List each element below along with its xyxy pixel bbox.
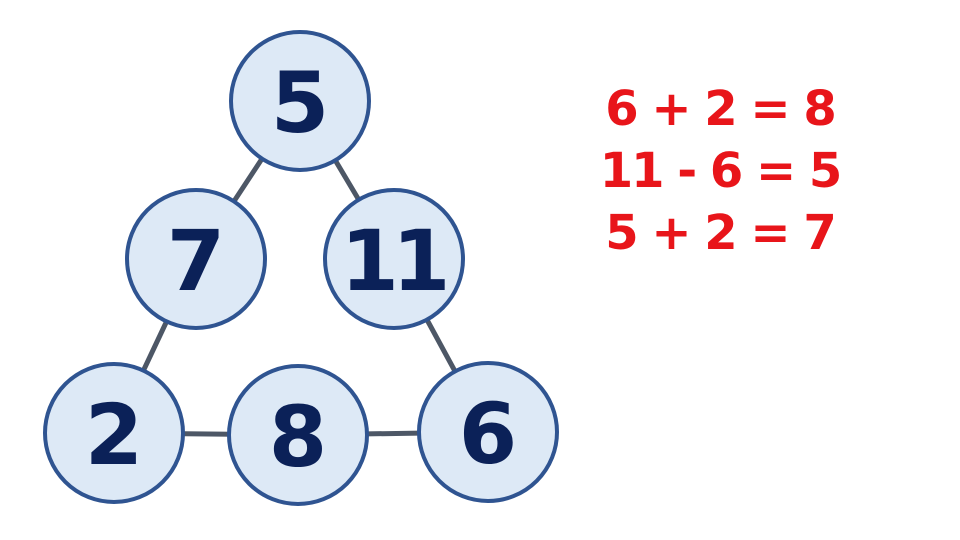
- circle-node-bottom-right: 6: [417, 361, 559, 503]
- equations-panel: 6 + 2 = 8 11 - 6 = 5 5 + 2 = 7: [560, 78, 880, 264]
- node-value: 5: [270, 54, 330, 152]
- equation-line-2: 11 - 6 = 5: [599, 143, 843, 199]
- circle-node-top: 5: [229, 30, 371, 172]
- circle-node-bottom-left: 2: [43, 362, 185, 504]
- circle-node-middle-left: 7: [125, 188, 267, 330]
- node-value: 11: [340, 212, 451, 310]
- equation-line-3: 5 + 2 = 7: [605, 205, 836, 261]
- node-value: 2: [84, 386, 144, 484]
- node-value: 7: [166, 212, 226, 310]
- node-value: 6: [458, 385, 518, 483]
- circle-node-bottom-center: 8: [227, 364, 369, 506]
- circle-node-middle-right: 11: [323, 188, 465, 330]
- equation-line-1: 6 + 2 = 8: [605, 81, 836, 137]
- node-value: 8: [268, 388, 328, 486]
